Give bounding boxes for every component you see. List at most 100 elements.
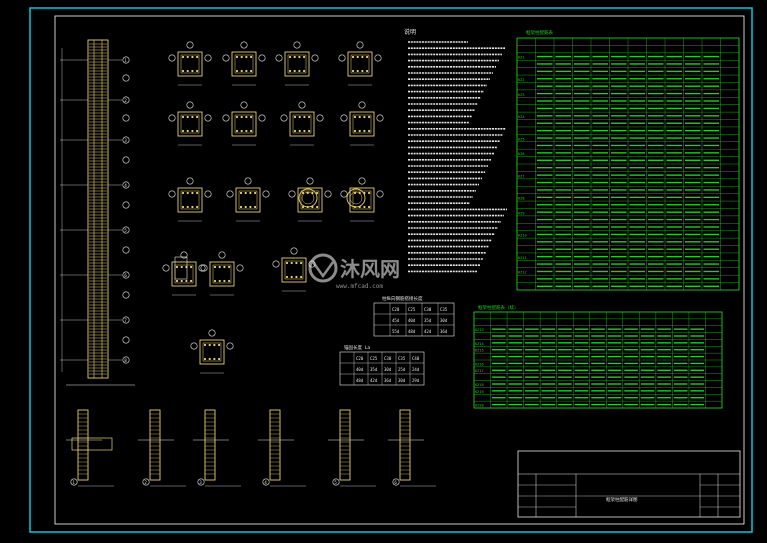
rebar-dot [363, 205, 366, 209]
callout-circle [358, 101, 366, 109]
callout-number: 7 [124, 318, 127, 323]
rebar-dot [301, 205, 305, 209]
callout-circle [70, 478, 78, 486]
rebar-dot [293, 129, 297, 133]
rebar-dot [298, 115, 301, 119]
rebar-dot [288, 55, 292, 59]
rebar-dot [293, 115, 297, 119]
rebar-dot [368, 115, 371, 119]
callout-circle [168, 54, 176, 62]
callout-circle [122, 156, 130, 164]
legend-cell: 45d [392, 318, 400, 323]
rebar-dot [295, 261, 298, 265]
schedule-row-label: KZ20 [475, 404, 484, 408]
rebar-dot [186, 129, 189, 133]
legend-cell: C25 [370, 356, 378, 361]
rebar-dot [190, 265, 193, 269]
schedule-row-label: KZ5 [518, 137, 525, 141]
rebar-dot [181, 55, 185, 59]
legend-cell: 55d [392, 329, 400, 334]
callout-circle [204, 54, 212, 62]
legend-cell: 30d [440, 318, 448, 323]
section-outline [347, 51, 373, 77]
callout-circle [197, 478, 205, 486]
legend-cell: 36d [440, 329, 448, 334]
rebar-dot [181, 129, 185, 133]
schedule-row-label: KZ13 [475, 328, 484, 332]
callout-circle [262, 478, 270, 486]
legend-cell: C30 [384, 356, 392, 361]
round-section [346, 188, 366, 208]
rebar-dot [191, 191, 194, 195]
notes-block: 说明 [404, 28, 507, 273]
joint-column [269, 409, 281, 481]
legend-cell: 48d [408, 329, 416, 334]
stirrup [180, 54, 200, 74]
rebar-dot [300, 275, 303, 279]
rebar-dot [240, 69, 243, 73]
schedule-row-label: KZ12 [518, 271, 527, 275]
callout-circle [272, 260, 280, 268]
legend-cell: 42d [370, 378, 378, 383]
legend-cell: 36d [384, 378, 392, 383]
stirrup [284, 260, 304, 280]
legend-border [373, 302, 455, 337]
rebar-dot [196, 55, 199, 59]
rebar-dot [196, 115, 199, 119]
legend-cell: C25 [408, 307, 416, 312]
legend-table-1-title: 柱纵向钢筋搭接长度 [382, 295, 423, 302]
rebar-dot [186, 191, 189, 195]
section-outline [177, 187, 203, 213]
callout-circle [122, 136, 130, 144]
callout-circle [122, 356, 130, 364]
rebar-dot [235, 69, 239, 73]
section-outline [177, 111, 203, 137]
schedule-row-label: KZ16 [475, 362, 484, 366]
callout-number: 5 [334, 480, 337, 485]
round-stirrup [349, 191, 363, 205]
column-schedule-bottom: 框架柱配筋表（续） KZ13KZ14KZ15KZ16KZ17KZ18KZ19KZ… [473, 304, 723, 409]
outer-frame [29, 7, 753, 533]
schedule-row-label: KZ6 [518, 152, 525, 156]
rebar-dot [358, 129, 361, 133]
rebar-dot [223, 265, 226, 269]
section-outline [171, 261, 197, 287]
rebar-dot [303, 115, 306, 119]
callout-circle [306, 177, 314, 185]
rebar-dot [240, 129, 243, 133]
rebar-dot [353, 129, 357, 133]
section-outline [349, 111, 375, 137]
rebar-dot [218, 279, 221, 283]
schedule-row-label: KZ4 [518, 115, 525, 119]
rebar-dot [244, 205, 247, 209]
rebar-dot [303, 129, 306, 133]
stirrup [292, 114, 312, 134]
rebar-dot [213, 343, 216, 347]
rebar-dot [250, 115, 253, 119]
callout-number: 4 [124, 183, 127, 188]
section-outline [199, 339, 225, 365]
rebar-dot [366, 69, 369, 73]
rebar-dot [293, 69, 296, 73]
rebar-dot [298, 55, 301, 59]
rebar-dot [240, 115, 243, 119]
rebar-dot [181, 205, 185, 209]
callout-circle [204, 190, 212, 198]
rebar-dot [361, 69, 364, 73]
callout-circle [240, 41, 248, 49]
rebar-dot [203, 357, 207, 361]
legend-cell: 48d [356, 378, 364, 383]
section-details [162, 41, 384, 374]
callout-circle [374, 54, 382, 62]
rebar-dot [356, 55, 359, 59]
callout-circle [122, 336, 130, 344]
legend-cell: C30 [424, 307, 432, 312]
callout-circle [122, 181, 130, 189]
stirrup [202, 342, 222, 362]
rebar-dot [250, 129, 253, 133]
callout-circle [218, 251, 226, 259]
rebar-dot [300, 261, 303, 265]
callout-circle [332, 478, 340, 486]
callout-circle [226, 342, 234, 350]
